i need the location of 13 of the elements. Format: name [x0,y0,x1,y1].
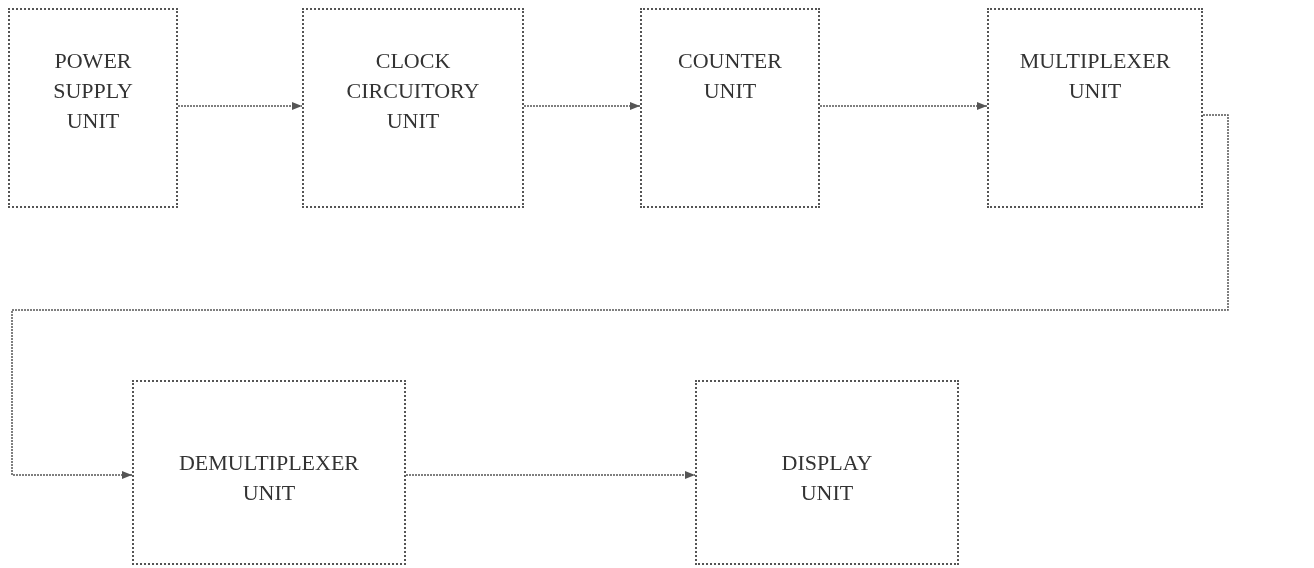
unit-label: POWER SUPPLY UNIT [52,47,134,135]
unit-label: DEMULTIPLEXER UNIT [177,449,361,507]
unit-box [132,380,406,565]
unit-box [987,8,1203,208]
unit-box [640,8,820,208]
unit-label: DISPLAY UNIT [780,449,874,507]
unit-box [8,8,178,208]
unit-box [695,380,959,565]
unit-label: COUNTER UNIT [677,47,783,105]
unit-label: CLOCK CIRCUITORY UNIT [345,47,481,135]
unit-label: MULTIPLEXER UNIT [1018,47,1172,105]
arrow [11,114,1229,479]
unit-box [302,8,524,208]
